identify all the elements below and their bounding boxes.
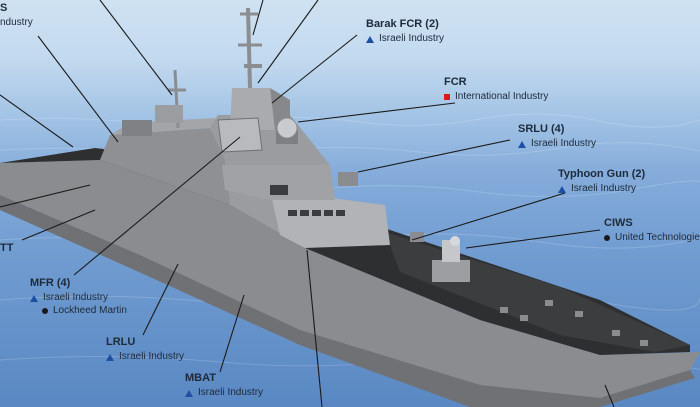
callout-line: International Industry (455, 91, 549, 102)
aft-deck-box (122, 120, 152, 136)
callout-title: Barak FCR (2) (366, 18, 439, 30)
callout-line: United Technologies (615, 232, 700, 243)
callout-title: MBAT (185, 372, 216, 384)
foreign-dot-icon (604, 235, 610, 241)
callout-partial-line: ndustry (0, 17, 33, 28)
israeli-triangle-icon (106, 353, 114, 361)
radar-panel (217, 117, 263, 153)
ciws-mount (432, 236, 470, 282)
callout-line-2: Lockheed Martin (53, 305, 127, 316)
superstructure-front (270, 190, 390, 248)
callout-lrlu: LRLU Israeli Industry (106, 337, 184, 362)
callout-tt-partial: TT (0, 243, 13, 258)
callout-barak-fcr: Barak FCR (2) Israeli Industry (366, 19, 444, 44)
callout-ciws: CIWS United Technologies (604, 218, 700, 243)
callout-line: Israeli Industry (379, 33, 445, 44)
bridge (222, 165, 335, 200)
callout-title: LRLU (106, 336, 136, 348)
israeli-triangle-icon (366, 35, 374, 43)
fcr-dome (276, 117, 298, 139)
callout-title: TT (0, 242, 14, 254)
israeli-triangle-icon (558, 185, 566, 193)
main-mast (238, 7, 262, 89)
israeli-triangle-icon (518, 140, 526, 148)
callout-typhoon-gun: Typhoon Gun (2) Israeli Industry (558, 169, 645, 194)
leader-lines (0, 0, 615, 407)
callout-title: Typhoon Gun (2) (558, 168, 646, 180)
bridge-windows (270, 185, 345, 216)
deck-equipment (30, 170, 648, 346)
callout-title: MFR (4) (30, 277, 71, 289)
israeli-triangle-icon (30, 294, 38, 302)
callout-mfr: MFR (4) Israeli Industry Lockheed Martin (30, 278, 127, 316)
callout-line-1: Israeli Industry (43, 292, 109, 303)
superstructure-aft-top (110, 118, 300, 160)
international-square-icon (444, 94, 450, 100)
callout-title: SRLU (4) (518, 123, 565, 135)
callout-fcr: FCR International Industry (444, 77, 548, 102)
foreign-dot-icon (42, 308, 48, 314)
callout-line: Israeli Industry (531, 138, 597, 149)
aft-turret (155, 105, 183, 123)
callout-srlu: SRLU (4) Israeli Industry (518, 124, 596, 149)
callout-line: Israeli Industry (119, 351, 185, 362)
callout-title: CIWS (604, 217, 633, 229)
callout-mbat: MBAT Israeli Industry (185, 373, 263, 398)
callout-partial-title: S (0, 2, 8, 14)
callout-line: Israeli Industry (198, 387, 264, 398)
callout-title: FCR (444, 76, 467, 88)
israeli-triangle-icon (185, 389, 193, 397)
hull-side (0, 160, 700, 398)
callout-partial-top-left: S ndustry (0, 3, 33, 28)
callout-line: Israeli Industry (571, 183, 637, 194)
